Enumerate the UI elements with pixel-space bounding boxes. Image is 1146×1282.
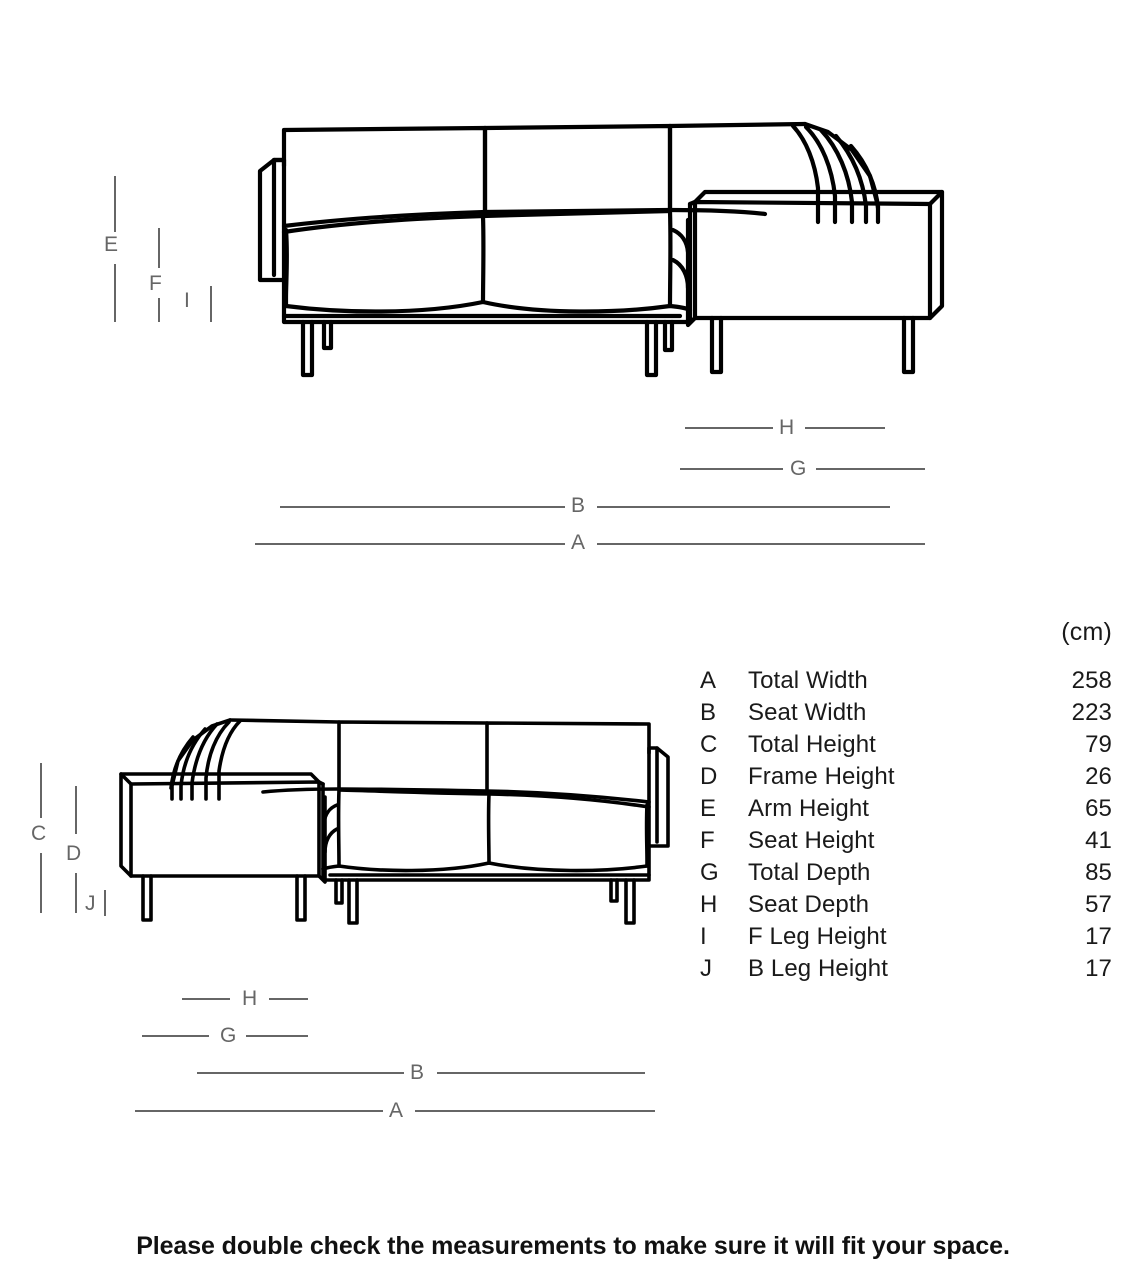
dim-line-a2-left <box>135 1110 383 1112</box>
dim-line-c-lower <box>40 853 42 913</box>
dim-line-d-upper <box>75 786 77 834</box>
table-row: J B Leg Height 17 <box>700 955 1112 987</box>
dim-letter-h2: H <box>242 987 258 1010</box>
row-label: Seat Height <box>748 827 875 854</box>
dim-line-c-upper <box>40 763 42 818</box>
row-value: 79 <box>1085 731 1112 758</box>
dim-line-h-left <box>685 427 773 429</box>
row-value: 17 <box>1085 955 1112 982</box>
dim-line-b2-right <box>437 1072 645 1074</box>
dim-line-j <box>104 890 106 916</box>
dim-line-f-upper <box>158 228 160 268</box>
dim-line-h2-right <box>269 998 308 1000</box>
row-value: 41 <box>1085 827 1112 854</box>
dim-line-a-right <box>597 543 925 545</box>
dim-line-f-lower <box>158 298 160 322</box>
row-label: Total Depth <box>748 859 871 886</box>
dim-letter-j: J <box>85 892 96 915</box>
table-row: E Arm Height 65 <box>700 795 1112 827</box>
dim-line-a2-right <box>415 1110 655 1112</box>
row-key: C <box>700 731 718 758</box>
dim-line-g2-left <box>142 1035 209 1037</box>
dim-line-b-right <box>597 506 890 508</box>
row-key: J <box>700 955 713 982</box>
table-row: F Seat Height 41 <box>700 827 1112 859</box>
row-label: Seat Depth <box>748 891 870 918</box>
table-row: G Total Depth 85 <box>700 859 1112 891</box>
dim-letter-b2: B <box>410 1061 425 1084</box>
row-label: Total Height <box>748 731 876 758</box>
dim-line-i <box>210 286 212 322</box>
dim-letter-e: E <box>104 233 119 256</box>
dim-line-g2-right <box>246 1035 308 1037</box>
dim-letter-b: B <box>571 494 586 517</box>
units-label: (cm) <box>1061 618 1112 646</box>
dim-line-h-right <box>805 427 885 429</box>
row-value: 26 <box>1085 763 1112 790</box>
dim-line-b-left <box>280 506 565 508</box>
row-label: Arm Height <box>748 795 870 822</box>
row-label: Seat Width <box>748 699 867 726</box>
dim-letter-g: G <box>790 457 807 480</box>
dim-line-g-left <box>680 468 783 470</box>
row-label: B Leg Height <box>748 955 888 982</box>
sofa-illustration-front-view <box>257 121 945 378</box>
row-label: F Leg Height <box>748 923 887 950</box>
table-row: B Seat Width 223 <box>700 699 1112 731</box>
dim-letter-a: A <box>571 531 586 554</box>
row-key: D <box>700 763 718 790</box>
row-value: 223 <box>1071 699 1112 726</box>
dim-letter-h: H <box>779 416 795 439</box>
dim-line-a-left <box>255 543 565 545</box>
dim-letter-i: I <box>184 289 190 312</box>
row-key: I <box>700 923 707 950</box>
row-key: H <box>700 891 718 918</box>
row-label: Frame Height <box>748 763 895 790</box>
row-value: 17 <box>1085 923 1112 950</box>
table-row: C Total Height 79 <box>700 731 1112 763</box>
footer-note: Please double check the measurements to … <box>136 1232 1010 1260</box>
measurements-table: (cm) A Total Width 258 B Seat Width 223 … <box>700 618 1112 987</box>
table-row: A Total Width 258 <box>700 667 1112 699</box>
row-value: 258 <box>1071 667 1112 694</box>
dim-letter-g2: G <box>220 1024 237 1047</box>
sofa-illustration-mirrored-view <box>119 718 670 925</box>
row-value: 57 <box>1085 891 1112 918</box>
row-label: Total Width <box>748 667 868 694</box>
row-key: F <box>700 827 715 854</box>
dim-letter-c: C <box>31 822 47 845</box>
dim-letter-a2: A <box>389 1099 404 1122</box>
row-key: A <box>700 667 717 694</box>
row-key: E <box>700 795 717 822</box>
table-row: H Seat Depth 57 <box>700 891 1112 923</box>
dim-letter-f: F <box>149 272 162 295</box>
table-row: I F Leg Height 17 <box>700 923 1112 955</box>
dim-line-h2-left <box>182 998 230 1000</box>
dim-letter-d: D <box>66 842 82 865</box>
dim-line-d-lower <box>75 873 77 913</box>
row-key: G <box>700 859 719 886</box>
row-key: B <box>700 699 717 726</box>
row-value: 65 <box>1085 795 1112 822</box>
dim-line-g-right <box>816 468 925 470</box>
dim-line-e-upper <box>114 176 116 232</box>
dim-line-b2-left <box>197 1072 404 1074</box>
table-row: D Frame Height 26 <box>700 763 1112 795</box>
dim-line-e-lower <box>114 264 116 322</box>
row-value: 85 <box>1085 859 1112 886</box>
